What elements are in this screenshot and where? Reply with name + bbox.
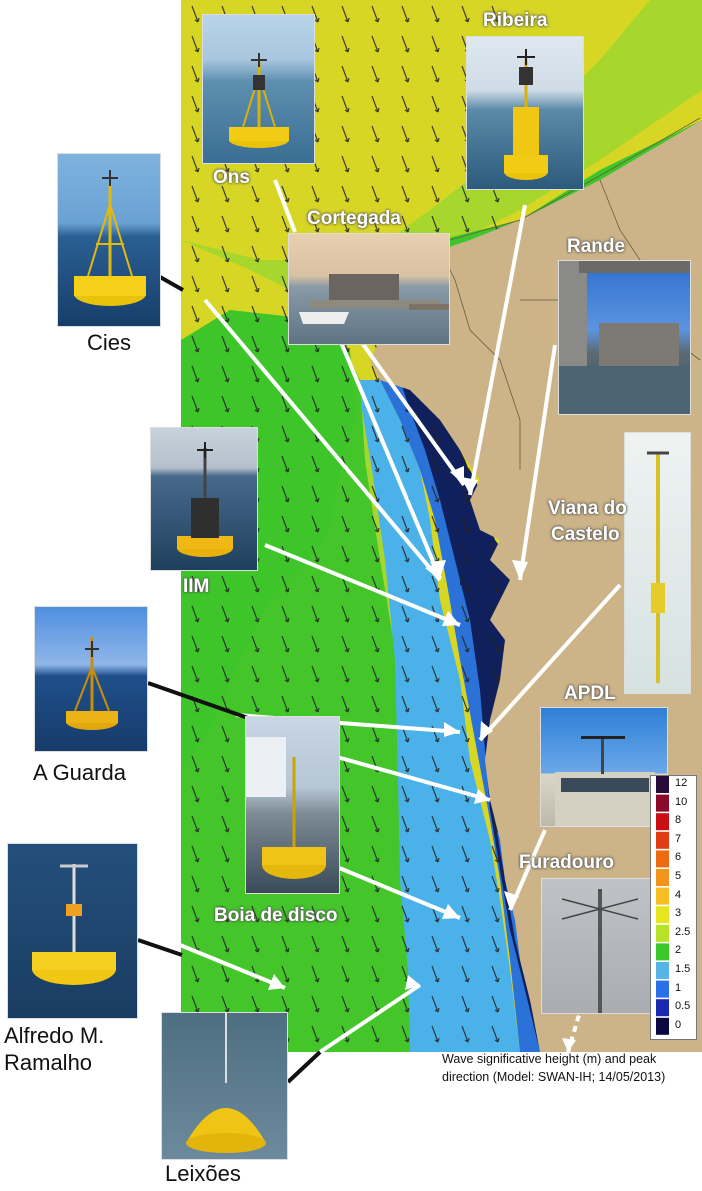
label-iim: IIM [183,576,210,597]
legend-level-label: 7 [675,832,682,845]
label-alfredo-line1: Alfredo M. [4,1023,105,1048]
label-alfredo-line2: Ramalho [4,1050,93,1075]
legend-level-label: 10 [675,795,688,808]
label-viana-line1: Viana do [548,498,627,519]
rande-tower-photo [558,260,691,415]
legend-level-label: 0.5 [675,1000,691,1013]
map-arrows [179,179,622,1054]
alfredo-ramalho-buoy-photo [7,843,138,1019]
ribeira-buoy-photo [466,36,584,190]
label-a-guarda: A Guarda [33,760,126,785]
label-viana-line2: Castelo [551,524,620,545]
label-furadouro: Furadouro [519,852,614,873]
legend-level-label: 1.5 [675,963,691,975]
label-apdl: APDL [564,683,616,704]
label-cies: Cies [87,330,132,355]
cies-buoy-photo [57,153,161,327]
label-cortegada: Cortegada [307,208,401,229]
label-rande: Rande [567,236,626,257]
caption-line-2: direction (Model: SWAN-IH; 14/05/2013) [442,1070,666,1084]
legend-level-label: 2 [675,944,682,957]
legend-level-label: 8 [675,814,682,827]
legend-level-label: 6 [675,851,682,864]
legend-level-label: 5 [675,870,682,882]
label-ribeira: Ribeira [483,10,548,31]
apdl-building-photo [540,707,668,827]
iim-buoy-photo [150,427,258,571]
boia-de-disco-photo [245,716,340,894]
a-guarda-buoy-photo [34,606,148,752]
leader-lines-black [137,275,322,1084]
caption-line-1: Wave significative height (m) and peak [442,1052,657,1066]
legend-level-label: 2.5 [675,925,691,938]
ons-buoy-photo [202,14,315,164]
map-caption: Wave significative height (m) and peak d… [442,1050,702,1086]
legend-level-label: 1 [675,981,682,994]
leixoes-buoy-photo [161,1012,288,1160]
legend-level-label: 12 [675,777,688,789]
label-leixoes: Leixões [165,1161,241,1186]
coastline-detail [439,117,701,470]
viana-do-castelo-buoy-photo [624,432,691,694]
legend-level-label: 0 [675,1018,682,1031]
cortegada-photo [288,233,450,345]
arrow-heads [268,466,576,1052]
furadouro-tower-photo [541,878,658,1014]
label-boia-de-disco: Boia de disco [214,905,338,926]
legend-level-label: 3 [675,907,682,920]
legend-level-label: 4 [675,888,682,901]
label-ons: Ons [213,167,250,188]
